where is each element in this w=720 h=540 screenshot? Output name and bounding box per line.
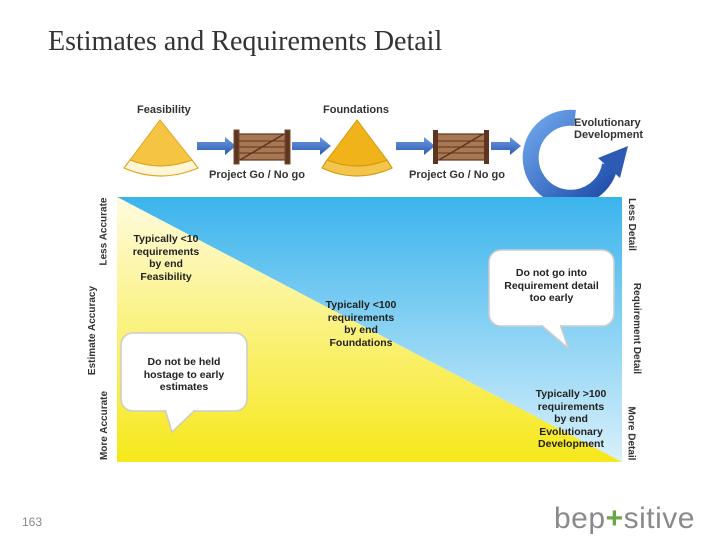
gate-icon (433, 130, 489, 164)
text-line: Feasibility (140, 270, 192, 283)
flow-arrow-icon (491, 137, 521, 155)
text-line: Typically <10 (133, 233, 199, 245)
gate-icon (233, 129, 291, 165)
callout-text-estimates: Do not be held hostage to early estimate… (126, 356, 242, 394)
callout-bubble-requirements (488, 249, 615, 351)
text-line: by end (149, 258, 183, 270)
foundations-cone-icon (321, 119, 393, 177)
text-line: Evolutionary (539, 425, 603, 438)
stage-label-foundations: Foundations (323, 104, 389, 116)
text-line: by end (554, 413, 588, 425)
text-line: Do not go into (515, 267, 588, 279)
axis-right-top: Less Detail (625, 198, 637, 251)
callout-bubble-estimates (120, 332, 248, 434)
stage-label-feasibility: Feasibility (137, 104, 191, 116)
callout-text-requirements: Do not go into Requirement detail too ea… (492, 267, 611, 305)
text-foundations-requirements: Typically <100 requirements by end Found… (312, 299, 410, 349)
text-line: by end (344, 324, 378, 336)
axis-left-bottom: More Accurate (99, 390, 111, 461)
text-evolutionary-requirements: Typically >100 requirements by end Evolu… (522, 388, 620, 451)
page-number: 163 (22, 515, 43, 529)
text-line: hostage to early (143, 368, 225, 381)
text-line: too early (529, 292, 574, 304)
text-line: Development (538, 438, 604, 450)
text-line: requirements (132, 245, 200, 258)
flow-arrow-icon (197, 137, 236, 155)
axis-right-bottom: More Detail (625, 406, 637, 461)
flow-arrow-icon (396, 137, 435, 155)
text-line: Do not be held (147, 356, 221, 368)
text-line: Foundations (329, 336, 393, 349)
axis-right-middle: Requirement Detail (631, 282, 643, 375)
axis-left-top: Less Accurate (98, 197, 110, 266)
evolutionary-label: Evolutionary Development (574, 117, 643, 141)
text-line: Typically <100 (325, 299, 397, 311)
evolutionary-label-line: Development (574, 129, 644, 141)
text-line: estimates (159, 381, 209, 393)
evolutionary-cycle-icon (522, 109, 628, 206)
brand-logo: bep+sitive (554, 502, 695, 536)
text-line: Requirement detail (504, 279, 599, 292)
feasibility-cone-icon (123, 119, 199, 177)
slide-title: Estimates and Requirements Detail (48, 26, 443, 57)
text-line: requirements (327, 311, 395, 324)
brand-plus-icon: + (605, 502, 624, 535)
axis-left-middle: Estimate Accuracy (87, 285, 99, 376)
text-line: Typically >100 (535, 388, 607, 400)
text-line: requirements (537, 400, 605, 413)
gate-label-1: Project Go / No go (209, 169, 305, 181)
text-feasibility-requirements: Typically <10 requirements by end Feasib… (122, 233, 210, 283)
evolutionary-label-line: Evolutionary (574, 117, 641, 129)
brand-text: sitive (623, 502, 695, 535)
brand-text: bep (554, 502, 606, 535)
gate-label-2: Project Go / No go (409, 169, 505, 181)
flow-arrow-icon (292, 137, 331, 155)
